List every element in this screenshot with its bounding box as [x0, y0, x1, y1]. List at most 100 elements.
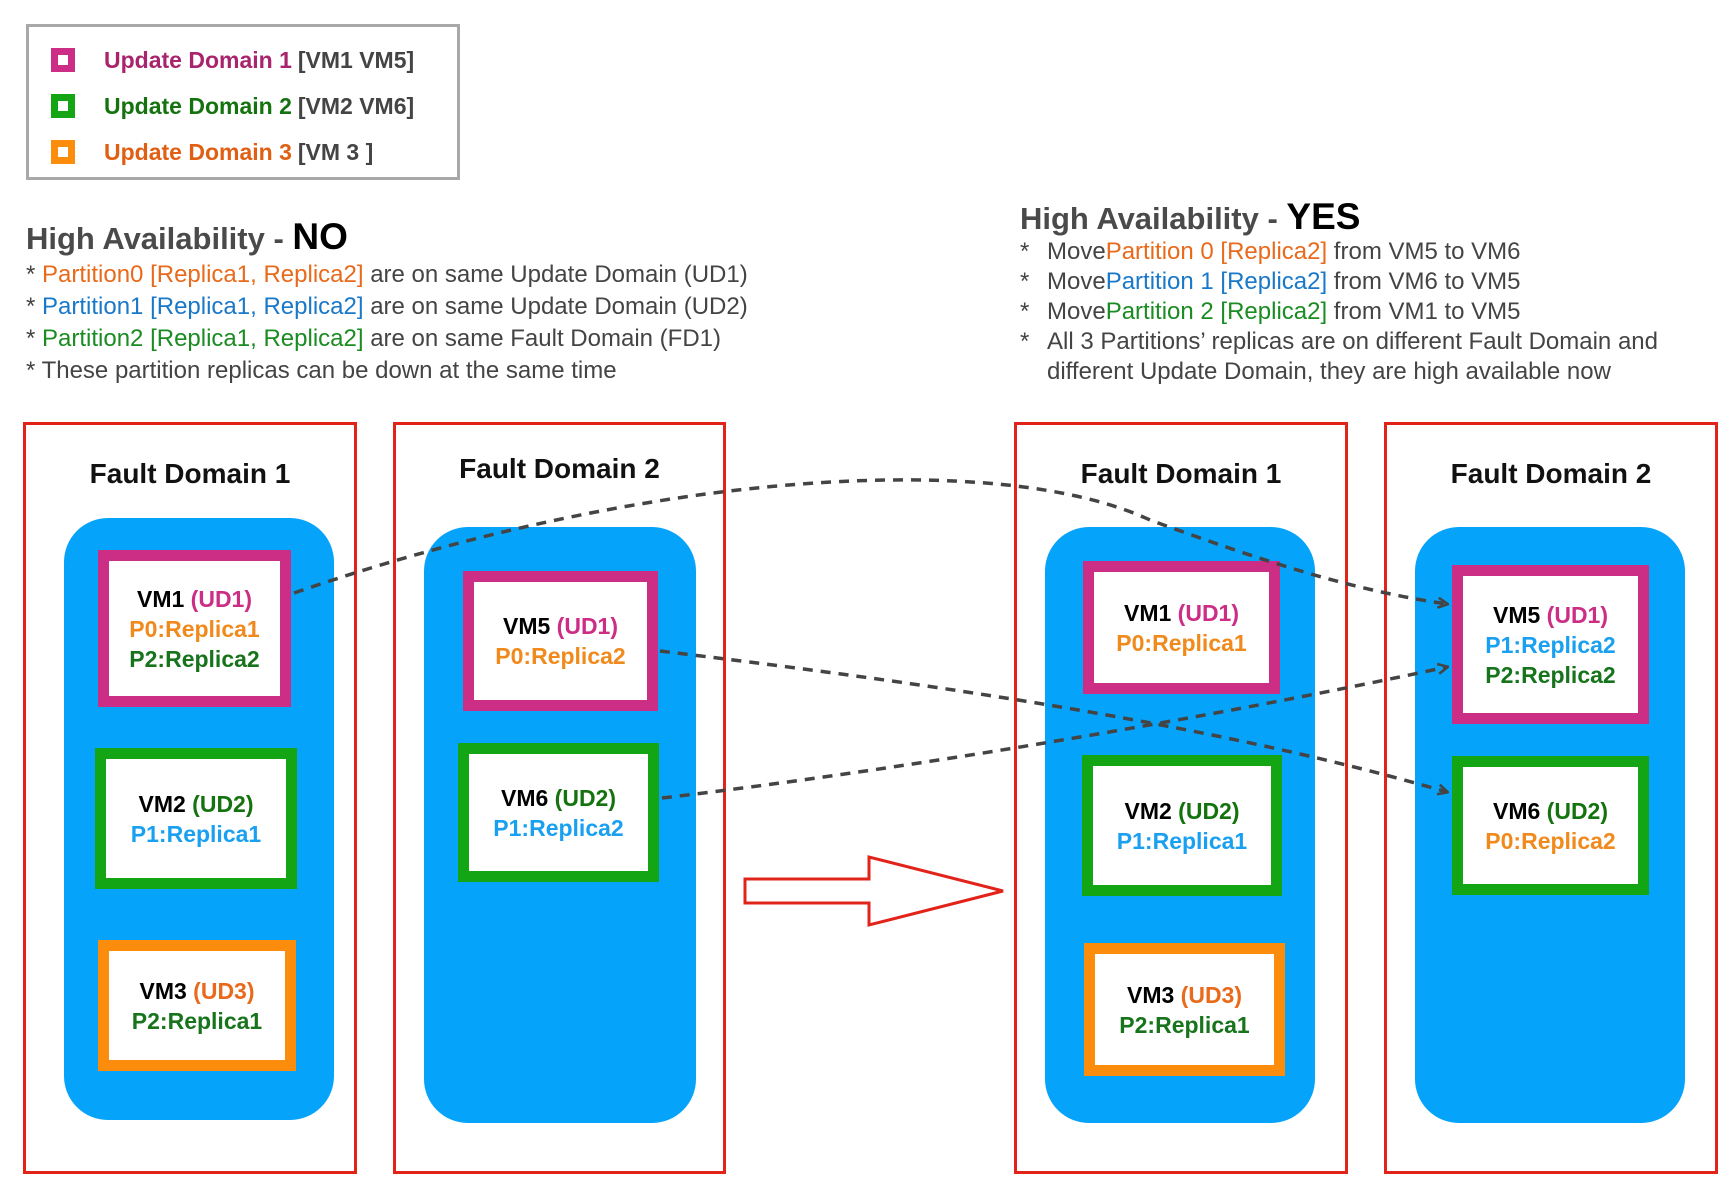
note-line: * Partition1 [Replica1, Replica2] are on…: [26, 291, 748, 323]
fault-domain-2-after: Fault Domain 2: [1384, 422, 1718, 1174]
note-text: are on same Fault Domain (FD1): [363, 325, 721, 352]
note-line: *Move Partition 1 [Replica2] from VM6 to…: [1020, 267, 1658, 297]
vm-title: VM1 (UD1): [137, 584, 252, 614]
move-p2-arrow: [293, 478, 1447, 604]
heading-dash: -: [264, 221, 293, 256]
legend-vms: [VM2 VM6]: [297, 92, 415, 119]
vm-ud: (UD2): [192, 790, 254, 817]
fault-domain-2-before: Fault Domain 2: [393, 422, 726, 1174]
vm6-box-before: VM6 (UD2) P1:Replica2: [458, 743, 659, 882]
replica-line: P0:Replica2: [1485, 827, 1616, 854]
left-heading: High Availability - NO: [26, 216, 348, 258]
bullet-star: *: [1020, 268, 1030, 295]
ud2-swatch-icon: [51, 94, 75, 118]
vm6-box-after: VM6 (UD2) P0:Replica2: [1452, 756, 1649, 895]
heading-text: High Availability: [1020, 201, 1259, 236]
note-text: Move: [1047, 298, 1106, 325]
legend-item-ud1: Update Domain 1 [VM1 VM5]: [51, 42, 414, 78]
bullet-star: *: [26, 293, 43, 320]
legend-label: Update Domain 3: [104, 138, 292, 165]
replica-line: P1:Replica2: [1485, 631, 1616, 658]
note-text: are on same Update Domain (UD1): [363, 261, 748, 288]
note-text: from VM1 to VM5: [1327, 298, 1521, 325]
vm-title: VM3 (UD3): [139, 976, 254, 1006]
ud1-swatch-icon: [51, 48, 75, 72]
heading-dash: -: [1258, 201, 1287, 236]
legend-label: Update Domain 2: [104, 92, 292, 119]
note-partition: Partition2 [Replica1, Replica2]: [42, 325, 364, 352]
vm-name: VM5: [1492, 601, 1541, 628]
move-p0-arrow: [659, 649, 1447, 792]
replica-line: P1:Replica2: [493, 814, 624, 841]
vm-ud: (UD1): [190, 585, 253, 612]
vm1-box-after: VM1 (UD1) P0:Replica1: [1083, 561, 1280, 694]
fault-domain-title: Fault Domain 2: [1450, 458, 1652, 489]
fault-domain-title: Fault Domain 2: [459, 453, 660, 484]
note-line: * These partition replicas can be down a…: [26, 355, 748, 387]
vm-name: VM3: [139, 977, 187, 1004]
verdict-no: NO: [292, 216, 348, 257]
vm-ud: (UD2): [554, 784, 617, 811]
note-text: These partition replicas can be down at …: [41, 357, 617, 384]
vm5-box-after: VM5 (UD1) P1:Replica2 P2:Replica2: [1452, 565, 1649, 724]
note-partition: Partition 2 [Replica2]: [1105, 298, 1328, 325]
left-notes: * Partition0 [Replica1, Replica2] are on…: [26, 259, 748, 387]
ud3-swatch-icon: [51, 140, 75, 164]
note-text: All 3 Partitions’ replicas are on differ…: [1047, 328, 1658, 355]
vm3-box-before: VM3 (UD3) P2:Replica1: [98, 940, 296, 1071]
bullet-star: *: [26, 325, 43, 352]
vm-name: VM1: [136, 585, 185, 612]
replica-line: P1:Replica1: [130, 820, 262, 847]
heading-text: High Availability: [26, 221, 265, 256]
replica-line: P2:Replica2: [1485, 661, 1616, 688]
note-line: * Move Partition 2 [Replica2] from VM1 to…: [1020, 297, 1658, 327]
note-line: different Update Domain, they are high a…: [1020, 357, 1658, 387]
vm-title: VM6 (UD2): [1493, 796, 1608, 826]
vm-title: VM2 (UD2): [138, 789, 253, 819]
vm-ud: (UD3): [1180, 981, 1243, 1008]
bullet-star: *: [1020, 238, 1030, 265]
vm5-box-before: VM5 (UD1) P0:Replica2: [463, 571, 658, 711]
note-text: Move: [1047, 238, 1106, 265]
note-line: * Partition2 [Replica1, Replica2] are on…: [26, 323, 748, 355]
replica-line: P2:Replica1: [131, 1007, 263, 1034]
vm-title: VM3 (UD3): [1127, 980, 1242, 1010]
bullet-star: *: [26, 261, 43, 288]
replica-line: P0:Replica1: [1116, 629, 1247, 656]
replica-line: P2:Replica2: [129, 645, 260, 672]
legend-item-ud2: Update Domain 2 [VM2 VM6]: [51, 88, 414, 124]
bullet-star: *: [26, 357, 42, 384]
vm3-box-after: VM3 (UD3) P2:Replica1: [1084, 943, 1285, 1076]
vm-name: VM6: [1492, 797, 1541, 824]
fault-domain-1-after: Fault Domain 1: [1014, 422, 1348, 1174]
vm-name: VM6: [500, 784, 549, 811]
vm-name: VM1: [1123, 599, 1172, 626]
note-partition: Partition 0 [Replica2]: [1105, 238, 1328, 265]
right-heading: High Availability - YES: [1020, 196, 1360, 238]
bullet-star: *: [1020, 298, 1030, 325]
legend-item-ud3: Update Domain 3 [VM 3 ]: [51, 134, 373, 170]
note-text: are on same Update Domain (UD2): [363, 293, 748, 320]
bullet-star: *: [1020, 328, 1030, 355]
verdict-yes: YES: [1286, 196, 1361, 237]
replica-line: P1:Replica1: [1116, 827, 1248, 854]
legend: Update Domain 1 [VM1 VM5] Update Domain …: [26, 24, 460, 180]
replica-line: P2:Replica1: [1119, 1011, 1250, 1038]
note-text: from VM5 to VM6: [1327, 238, 1521, 265]
replica-line: P0:Replica1: [129, 615, 260, 642]
note-partition: Partition0 [Replica1, Replica2]: [42, 261, 364, 288]
vm-ud: (UD2): [1546, 797, 1609, 824]
vm-title: VM6 (UD2): [501, 783, 616, 813]
vm-ud: (UD1): [556, 613, 619, 639]
legend-vms: [VM 3 ]: [297, 138, 374, 165]
note-partition: Partition1 [Replica1, Replica2]: [42, 293, 364, 320]
vm-name: VM5: [502, 613, 551, 639]
vm2-box-before: VM2 (UD2) P1:Replica1: [95, 748, 297, 889]
note-line: * Partition0 [Replica1, Replica2] are on…: [26, 259, 748, 291]
note-line: * All 3 Partitions’ replicas are on diffe…: [1020, 327, 1658, 357]
note-text: different Update Domain, they are high a…: [1047, 358, 1611, 385]
vm-ud: (UD2): [1178, 797, 1240, 824]
vm-ud: (UD1): [1546, 601, 1609, 628]
fault-domain-title: Fault Domain 1: [89, 458, 291, 489]
